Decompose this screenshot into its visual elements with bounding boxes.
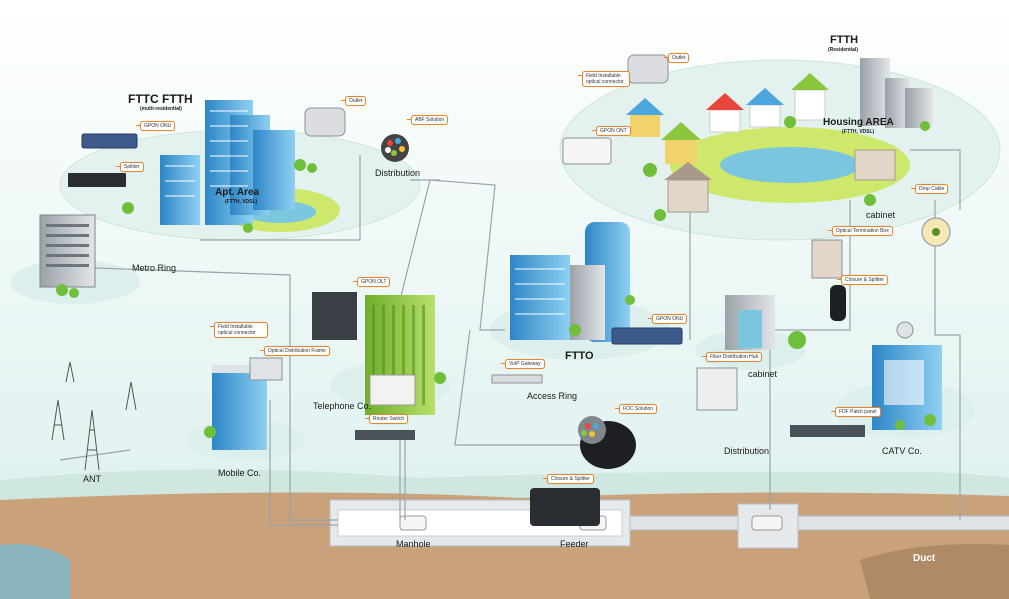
- apt-buildings: [160, 100, 295, 225]
- mobile-building: [212, 365, 267, 450]
- callout-closure-splitter-bottom: Closure & Splitter: [543, 474, 594, 484]
- foc-cable: [578, 416, 636, 469]
- callout-closure-splitter-right: Closure & Splitter: [837, 275, 888, 285]
- callout-optical-termination-box: Optical Termination Box: [828, 226, 893, 236]
- manhole-closure: [399, 515, 427, 531]
- callout-abf-solution: ABF Solution: [406, 115, 449, 125]
- callout-outlet-right: Outlet: [663, 53, 690, 63]
- heading-apt-area: Apt. Area: [215, 187, 260, 198]
- label-telephone-co: Telephone Co.: [313, 401, 372, 411]
- fiber-hub-building: [725, 295, 775, 350]
- callout-gpon-ont: GPON ONT: [592, 126, 631, 136]
- callout-fdf-patch-panel: FDF Patch panel: [831, 407, 881, 417]
- closure-splitter-device: [530, 488, 600, 526]
- water-bottom-left: [0, 544, 70, 599]
- heading-residential: (Residential): [828, 47, 859, 53]
- trees: [56, 116, 936, 438]
- housing-towers: [860, 58, 933, 128]
- heading-ftto: FTTO: [565, 350, 594, 362]
- callout-drop-cable: Drop Cable: [910, 184, 949, 194]
- label-access-ring: Access Ring: [527, 391, 578, 401]
- label-ant: ANT: [83, 474, 101, 484]
- callout-field-connector-left: Field Installable optical connector: [210, 322, 268, 338]
- heading-fttc-ftth: FTTC FTTH: [128, 92, 193, 106]
- fdf-patch-panel-device: [790, 425, 865, 437]
- heading-housing-area: Housing AREA: [823, 117, 894, 128]
- closure-right: [751, 515, 783, 531]
- label-feeder: Feeder: [560, 539, 589, 549]
- heading-multi-residential: (multi-residential): [140, 106, 182, 112]
- label-duct: Duct: [913, 553, 936, 564]
- callout-fiber-distribution-hub: Fiber Distribution Hub: [701, 352, 763, 362]
- splitter-left-device: [68, 173, 126, 187]
- callout-gpon-onu-left: GPON ONU: [135, 121, 176, 131]
- gpon-onu-left-device: [81, 133, 138, 149]
- cabinet-mid-device: [696, 367, 738, 411]
- heading-ftth: FTTH: [830, 34, 859, 46]
- ftto-buildings: [510, 222, 630, 342]
- antenna-towers: [51, 361, 137, 471]
- callout-field-connector-right: Field Installable optical connector: [578, 71, 630, 87]
- heading-housing-area-sub: (FTTH, VDSL): [842, 129, 875, 135]
- callout-gpon-olt: GPON OLT: [352, 277, 391, 287]
- label-cabinet-mid: cabinet: [748, 369, 778, 379]
- heading-apt-area-sub: (FTTH, VDSL): [225, 199, 258, 205]
- label-manhole: Manhole: [396, 539, 431, 549]
- housing-pond: [720, 147, 860, 183]
- fiber-lines: [59, 149, 961, 526]
- telephone-building: [365, 295, 435, 415]
- label-distribution-bottom: Distribution: [724, 446, 770, 456]
- odf-device: [249, 357, 283, 381]
- label-metro-ring: Metro Ring: [132, 263, 177, 273]
- callout-voip-gateway: VoIP Gateway: [501, 359, 545, 369]
- callout-outlet-left: Outlet: [340, 96, 367, 106]
- label-cabinet-top: cabinet: [866, 210, 896, 220]
- duct-ground: [860, 544, 1009, 599]
- outlet-right-device: [627, 54, 669, 84]
- gpon-olt-rack: [312, 292, 357, 340]
- router-switch-device: [355, 430, 415, 440]
- outlet-left-device: [304, 107, 346, 137]
- optical-termination-box-device: [811, 239, 843, 279]
- callout-odf: Optical Distribution Frame: [260, 346, 330, 356]
- label-distribution-top: Distribution: [375, 168, 421, 178]
- callout-gpon-onu-mid: GPON ONU: [647, 314, 688, 324]
- abf-tubes: [385, 138, 405, 156]
- closure-splitter-right-device: [830, 285, 846, 321]
- callout-router-switch: Router Switch: [364, 414, 409, 424]
- housing-houses: [626, 73, 896, 213]
- gpon-ont-device: [562, 137, 612, 165]
- gpon-onu-mid-device: [611, 327, 683, 345]
- label-mobile-co: Mobile Co.: [218, 468, 262, 478]
- label-catv-co: CATV Co.: [882, 446, 922, 456]
- callout-foc-solution: FOC Solution: [614, 404, 658, 414]
- duct-pipe-right: [629, 515, 1009, 531]
- voip-gateway-device: [491, 374, 543, 384]
- callout-splitter-left: Splitter: [116, 162, 144, 172]
- metro-building: [39, 214, 96, 288]
